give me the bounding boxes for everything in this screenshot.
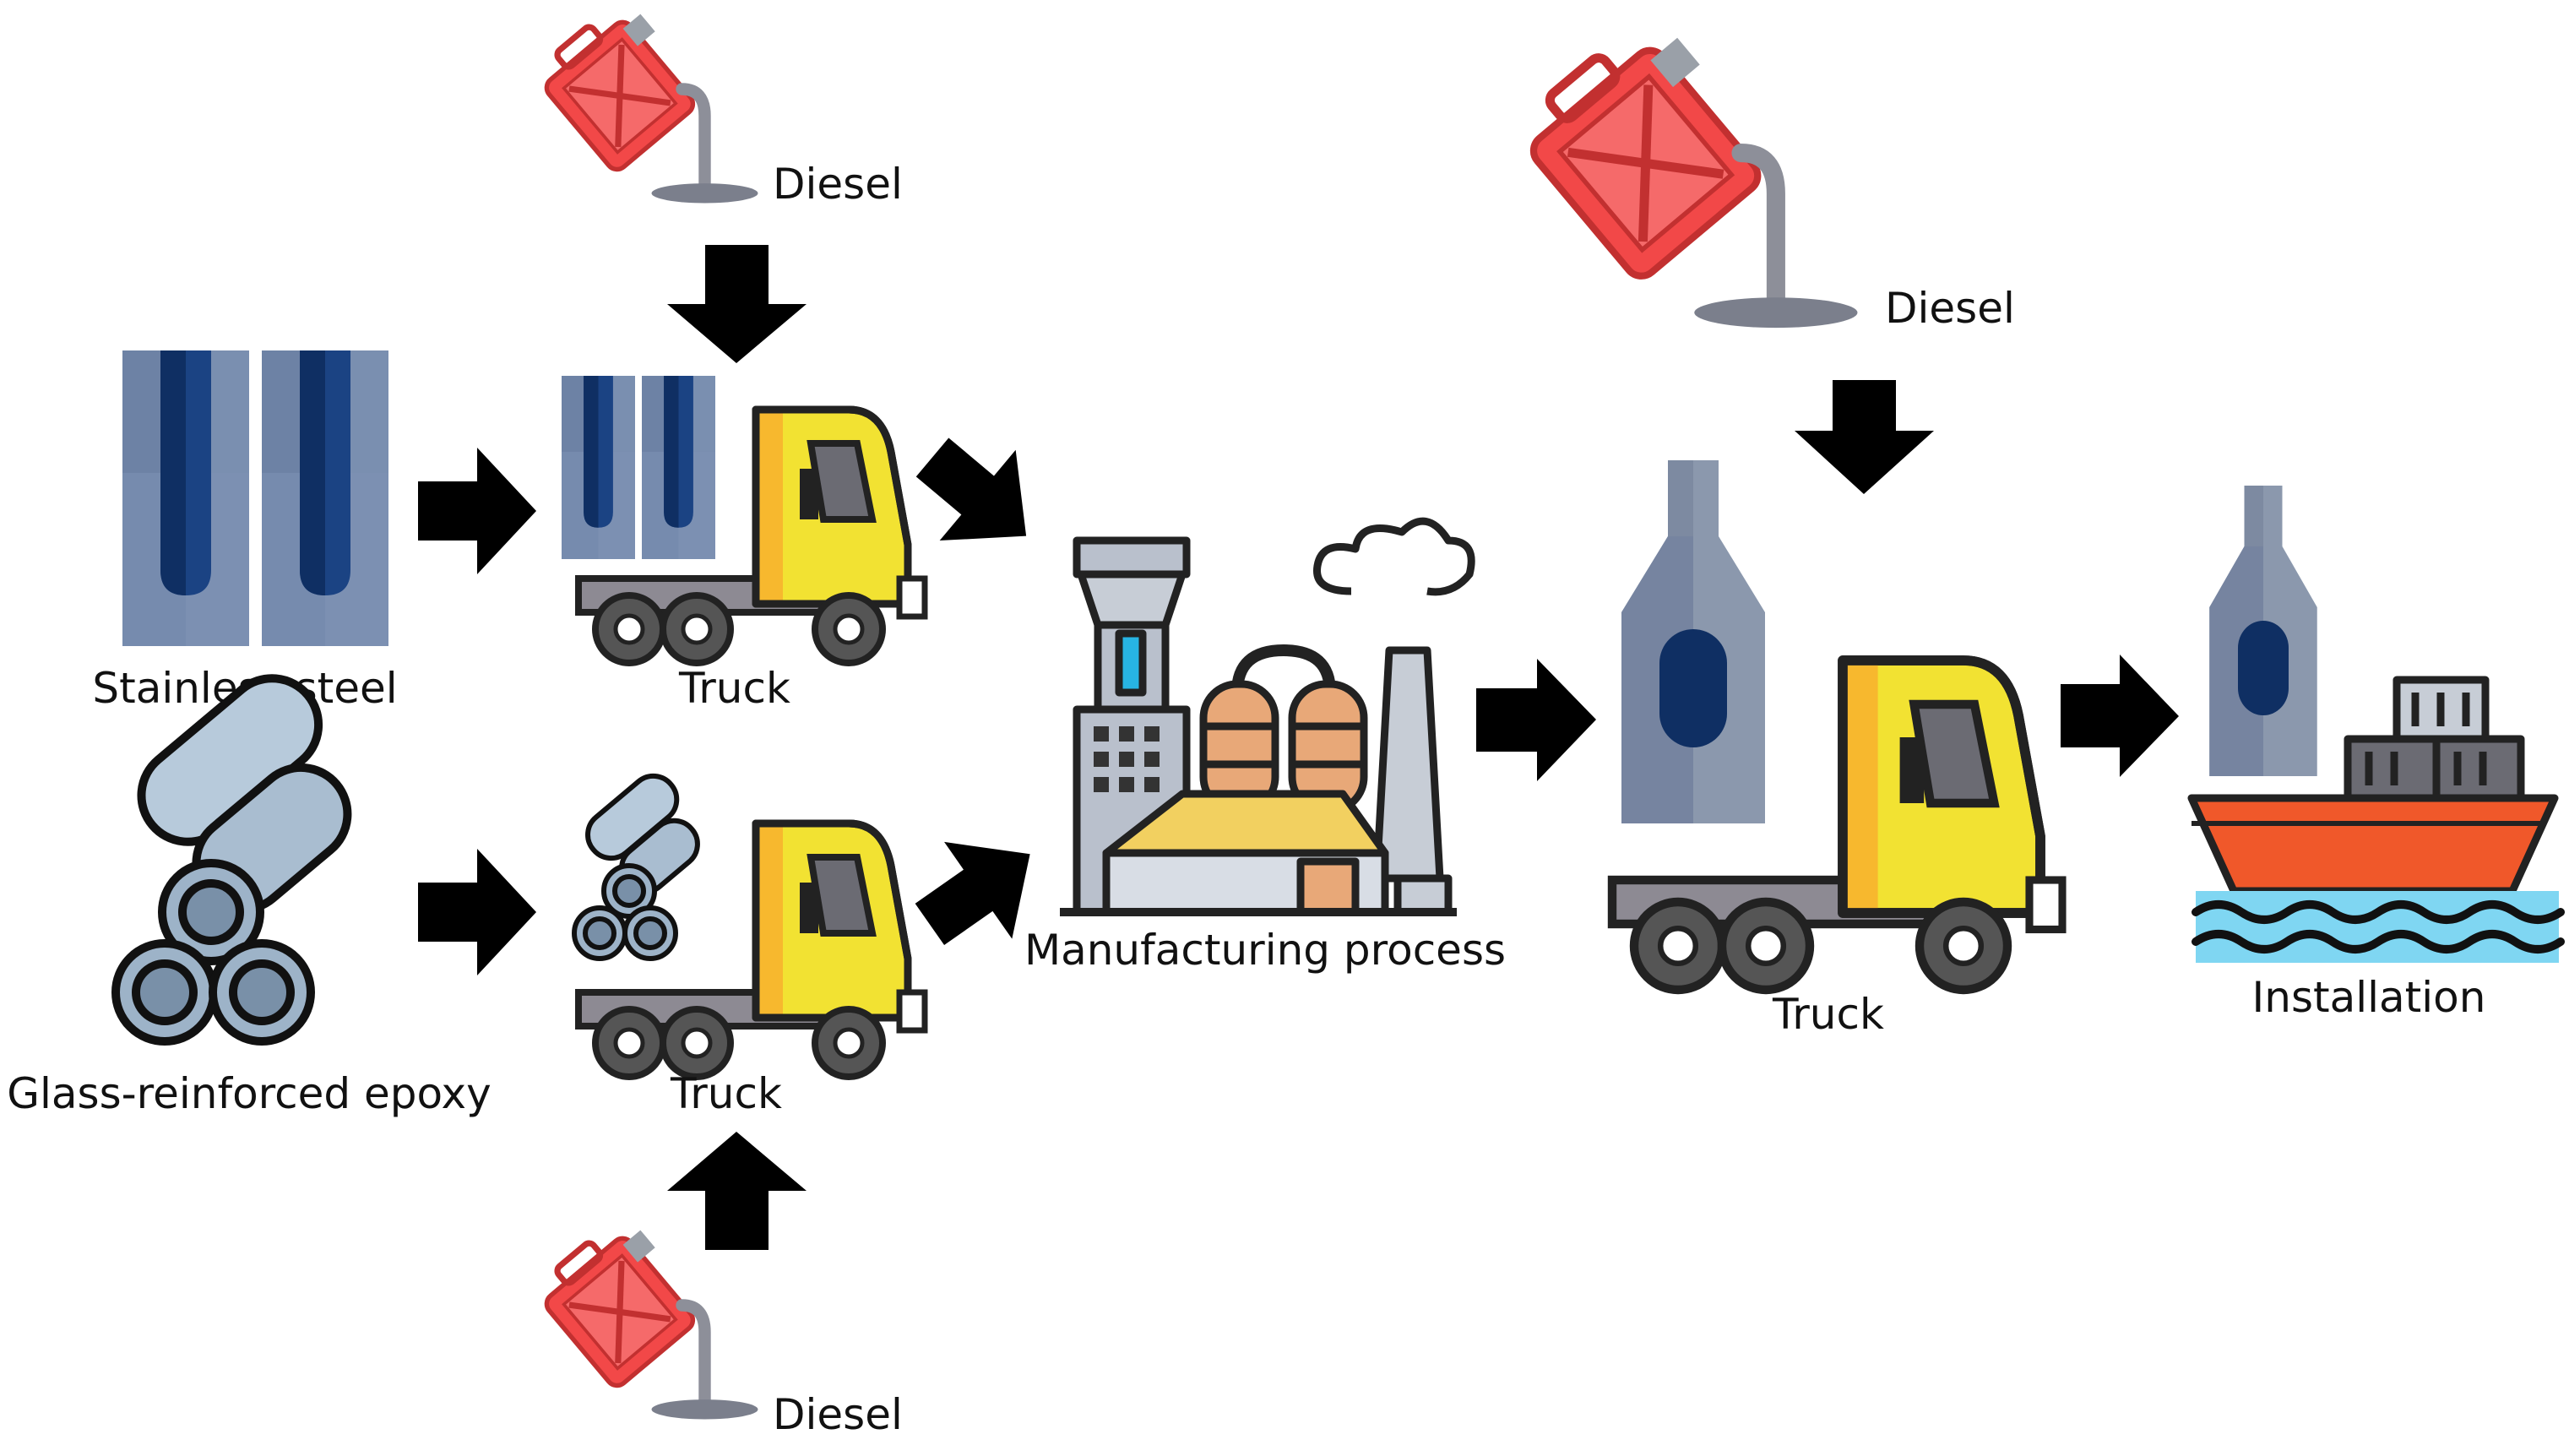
- pipe-stack-icon: [111, 674, 352, 1046]
- arrow-steel-to-truck: [418, 448, 536, 574]
- diesel-right-label: Diesel: [1885, 284, 2015, 333]
- fuel-can-icon: [532, 0, 758, 204]
- glass-epoxy-label: Glass-reinforced epoxy: [7, 1069, 492, 1118]
- stainless-steel-icon: [122, 350, 388, 646]
- tank-icon: [1621, 460, 1765, 823]
- truck-icon: [562, 376, 925, 663]
- arrow-top-truck-to-factory: [915, 437, 1027, 541]
- manufacturing-label: Manufacturing process: [1024, 926, 1506, 975]
- factory-icon: [1060, 517, 1475, 916]
- fuel-can-icon: [1511, 9, 1858, 328]
- arrow-bottom-truck-to-factory: [915, 841, 1030, 945]
- truck-icon: [572, 773, 925, 1077]
- truck-right-label: Truck: [1772, 990, 1884, 1039]
- arrow-diesel-to-truck-bottom: [667, 1132, 807, 1250]
- truck-bottom-label: Truck: [670, 1069, 782, 1118]
- arrow-diesel-to-truck-top: [667, 245, 807, 363]
- diesel-bottom-label: Diesel: [773, 1390, 903, 1439]
- diesel-top-label: Diesel: [773, 160, 903, 209]
- arrow-diesel-to-truck-right: [1795, 380, 1934, 494]
- arrow-truck-to-installation: [2061, 655, 2179, 777]
- installation-label: Installation: [2252, 973, 2486, 1022]
- arrow-factory-to-truck: [1476, 659, 1596, 781]
- cargo-ship-icon: [2187, 486, 2565, 963]
- arrow-epoxy-to-truck: [418, 849, 536, 975]
- truck-top-label: Truck: [678, 664, 790, 713]
